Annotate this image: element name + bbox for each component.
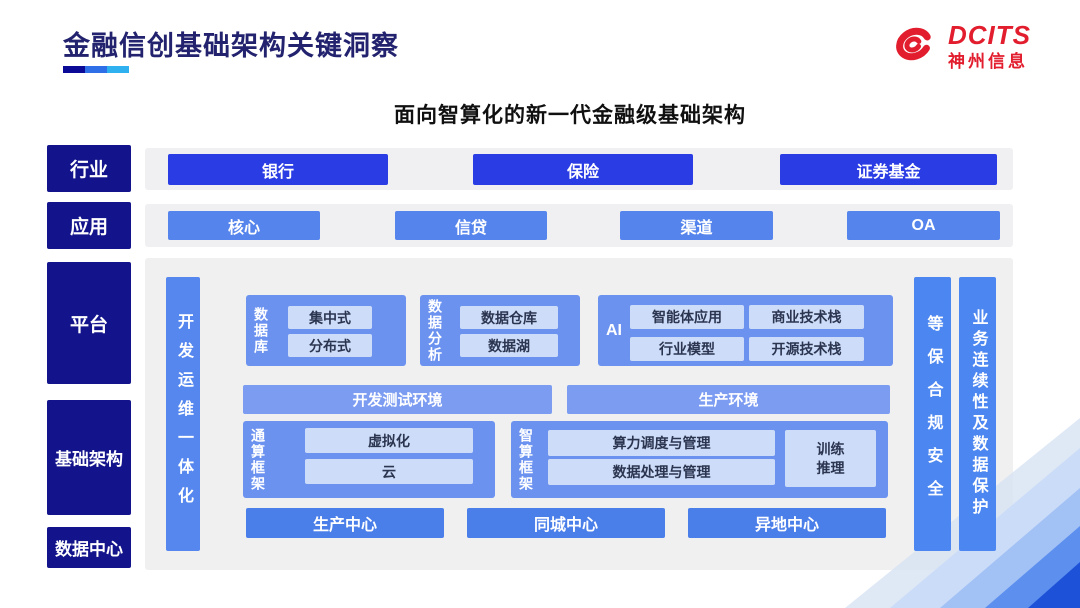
database-item-distributed: 分布式 <box>288 334 372 357</box>
logo-company-name: 神州信息 <box>948 51 1028 71</box>
general-compute-item-cloud: 云 <box>305 459 473 484</box>
devops-vertical-bar: 开发运维一体化 <box>166 277 200 551</box>
center-remote: 异地中心 <box>688 508 886 538</box>
production-environment-bar: 生产环境 <box>567 385 890 414</box>
general-compute-item-virtualization: 虚拟化 <box>305 428 473 453</box>
devops-bar-label: 开发运维一体化 <box>175 312 192 516</box>
rail-label-datacenter: 数据中心 <box>47 527 131 568</box>
ai-compute-item-scheduling: 算力调度与管理 <box>548 430 775 456</box>
rail-label-application: 应用 <box>47 202 131 249</box>
industry-item-insurance: 保险 <box>473 154 693 185</box>
rail-label-infrastructure: 基础架构 <box>47 400 131 515</box>
ai-item-commercial-stack: 商业技术栈 <box>749 305 864 329</box>
analytics-group-label-wrap: 数据分析 <box>420 295 450 366</box>
logo-brand: DCITS <box>948 20 1031 51</box>
rail-label-industry: 行业 <box>47 145 131 192</box>
logo-text: DCITS 神州信息 <box>948 22 1031 70</box>
database-group: 数据库 集中式 分布式 <box>246 295 406 366</box>
page-title: 金融信创基础架构关键洞察 <box>63 31 399 61</box>
ai-compute-item-train-inference: 训练 推理 <box>785 430 876 487</box>
ai-item-agent-app: 智能体应用 <box>630 305 744 329</box>
application-item-oa: OA <box>847 211 1000 240</box>
ai-item-opensource-stack: 开源技术栈 <box>749 337 864 361</box>
business-continuity-bar: 业务连续性及数据保护 <box>959 277 996 551</box>
rail-label-platform: 平台 <box>47 262 131 384</box>
analytics-item-warehouse: 数据仓库 <box>460 306 558 329</box>
dev-test-environment-bar: 开发测试环境 <box>243 385 552 414</box>
title-underline <box>63 66 129 73</box>
general-compute-group: 通算框架 虚拟化 云 <box>243 421 495 498</box>
swirl-logo-icon <box>888 20 940 73</box>
analytics-group: 数据分析 数据仓库 数据湖 <box>420 295 580 366</box>
underline-segment-dark <box>63 66 85 73</box>
center-production: 生产中心 <box>246 508 444 538</box>
analytics-item-lake: 数据湖 <box>460 334 558 357</box>
security-compliance-bar: 等保合规安全 <box>914 277 951 551</box>
application-item-credit: 信贷 <box>395 211 547 240</box>
database-group-label-wrap: 数据库 <box>246 295 276 366</box>
application-item-channel: 渠道 <box>620 211 773 240</box>
ai-item-industry-model: 行业模型 <box>630 337 744 361</box>
general-compute-label: 通算框架 <box>250 427 266 492</box>
center-same-city: 同城中心 <box>467 508 665 538</box>
application-item-core: 核心 <box>168 211 320 240</box>
diagram-title: 面向智算化的新一代金融级基础架构 <box>394 104 746 127</box>
ai-group: AI 智能体应用 商业技术栈 行业模型 开源技术栈 <box>598 295 893 366</box>
continuity-bar-label: 业务连续性及数据保护 <box>969 309 987 519</box>
analytics-group-label: 数据分析 <box>427 298 443 363</box>
ai-compute-item-data-processing: 数据处理与管理 <box>548 459 775 485</box>
industry-item-securities: 证券基金 <box>780 154 997 185</box>
company-logo: DCITS 神州信息 <box>888 20 1031 73</box>
ai-compute-label-wrap: 智算框架 <box>511 421 541 498</box>
underline-segment-light <box>107 66 129 73</box>
database-item-centralized: 集中式 <box>288 306 372 329</box>
database-group-label: 数据库 <box>253 306 269 355</box>
general-compute-label-wrap: 通算框架 <box>243 421 273 498</box>
underline-segment-blue <box>85 66 107 73</box>
ai-compute-group: 智算框架 算力调度与管理 数据处理与管理 训练 推理 <box>511 421 888 498</box>
industry-item-bank: 银行 <box>168 154 388 185</box>
ai-compute-label: 智算框架 <box>518 427 534 492</box>
ai-group-label: AI <box>606 321 622 339</box>
security-bar-label: 等保合规安全 <box>924 315 942 513</box>
